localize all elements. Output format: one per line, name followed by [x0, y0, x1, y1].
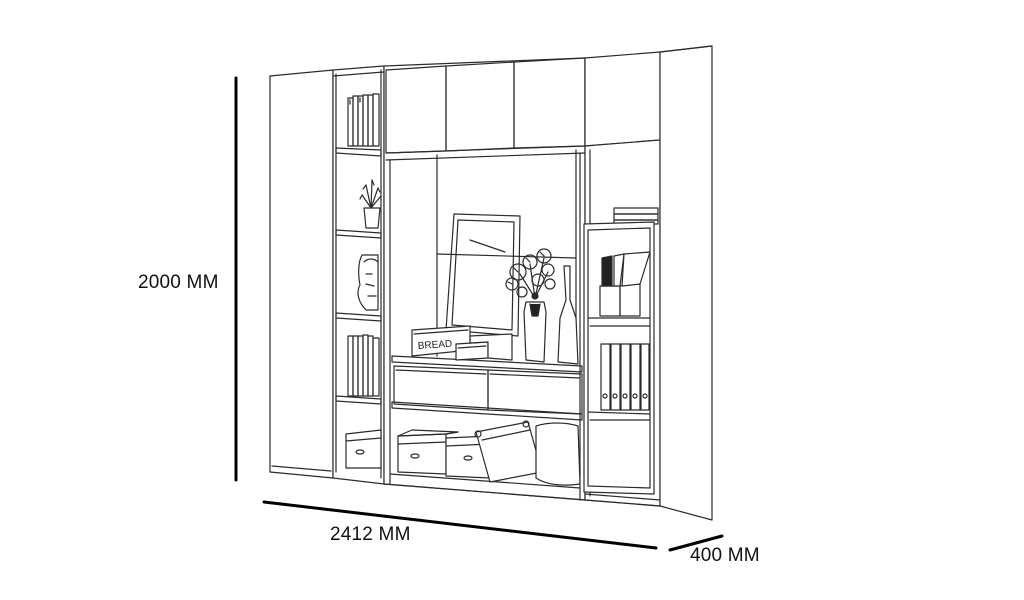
- depth-label: 400 MM: [690, 545, 760, 566]
- center-section: BREAD: [383, 57, 586, 501]
- left-shelving-column: [332, 65, 385, 485]
- small-plant: [359, 179, 382, 229]
- storage-box-left: [345, 429, 382, 469]
- binders: [600, 343, 650, 411]
- bread-label: BREAD: [417, 339, 452, 352]
- books-bottom: [347, 334, 380, 397]
- wall-unit: BREAD: [269, 45, 713, 521]
- flower-vase: [505, 248, 556, 363]
- basket: [455, 333, 513, 361]
- storage-box-2: [445, 435, 491, 479]
- storage-box-1: [397, 429, 459, 475]
- width-dimension-line: [262, 500, 658, 550]
- dimension-lines: [234, 76, 724, 552]
- books-top: [347, 93, 380, 147]
- cushion: [535, 422, 581, 486]
- left-tall-cabinet: [269, 69, 334, 479]
- mirror-frame: [445, 213, 521, 337]
- right-section: [583, 45, 713, 521]
- right-inner-unit: [583, 221, 655, 495]
- drawers: [393, 365, 583, 415]
- flower-bouquet: [505, 248, 556, 299]
- tall-bottle: [557, 265, 579, 365]
- head-sculpture: [357, 254, 379, 311]
- width-label: 2412 MM: [330, 524, 411, 545]
- height-label: 2000 MM: [138, 272, 219, 293]
- magazine-holders: [599, 251, 651, 317]
- depth-dimension-line: [668, 534, 724, 552]
